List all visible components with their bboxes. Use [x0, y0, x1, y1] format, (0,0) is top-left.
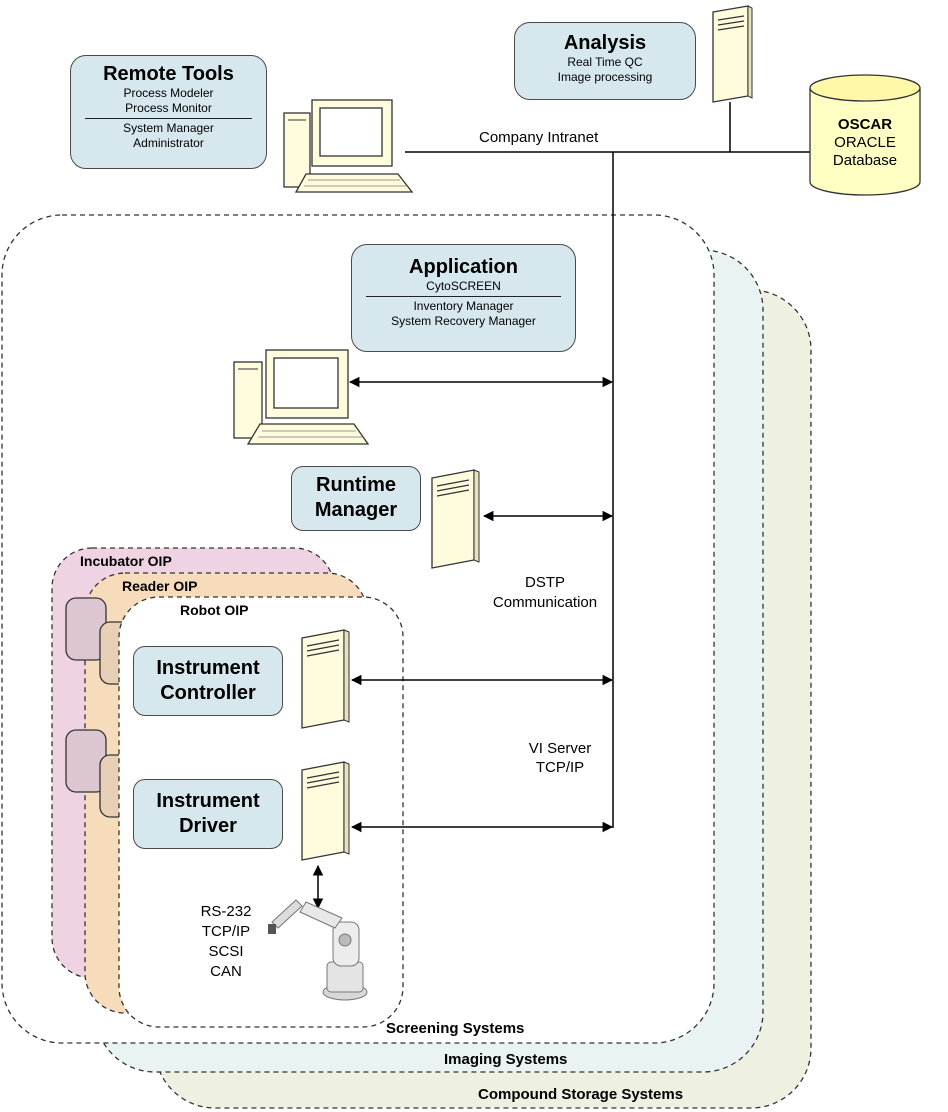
runtime-manager-box: Runtime Manager: [291, 466, 421, 531]
compound-storage-systems-label: Compound Storage Systems: [478, 1086, 684, 1103]
database-line: ORACLE: [834, 134, 896, 151]
dstp-label: DSTP Communication: [470, 573, 620, 613]
analysis-box: Analysis Real Time QC Image processing: [514, 22, 696, 100]
analysis-item: Real Time QC: [567, 55, 643, 69]
remote-workstation-icon: [283, 99, 414, 193]
application-item: System Recovery Manager: [391, 314, 536, 328]
instrument-driver-line: Instrument: [156, 790, 260, 812]
remote-tools-divider: [85, 118, 252, 119]
dstp-line: Communication: [492, 594, 598, 611]
instrument-controller-box: Instrument Controller: [133, 646, 283, 716]
application-subtitle: CytoSCREEN: [426, 279, 501, 293]
application-title: Application: [409, 256, 518, 278]
screening-systems-label: Screening Systems: [386, 1020, 525, 1037]
application-divider: [366, 296, 561, 297]
runtime-manager-line: Runtime: [316, 474, 396, 496]
database-cylinder-icon: [809, 74, 921, 196]
instrument-controller-line: Controller: [160, 682, 256, 704]
remote-tools-item: Process Modeler: [123, 86, 214, 100]
application-item: Inventory Manager: [413, 299, 514, 313]
instrument-controller-line: Instrument: [156, 657, 260, 679]
protocol-item: TCP/IP: [201, 923, 251, 940]
instrument-driver-box: Instrument Driver: [133, 779, 283, 849]
company-intranet-label: Company Intranet: [479, 129, 599, 146]
imaging-systems-label: Imaging Systems: [444, 1051, 568, 1068]
remote-tools-item: System Manager: [123, 121, 214, 135]
protocol-item: CAN: [210, 963, 242, 980]
analysis-item: Image processing: [557, 70, 653, 84]
remote-tools-box: Remote Tools Process Modeler Process Mon…: [70, 55, 267, 169]
vi-server-line: VI Server: [528, 740, 592, 757]
vi-server-label: VI Server TCP/IP: [510, 739, 610, 777]
protocol-item: RS-232: [200, 903, 252, 920]
remote-tools-title: Remote Tools: [103, 63, 234, 85]
database-name: OSCAR: [837, 116, 893, 133]
protocol-item: SCSI: [208, 943, 244, 960]
controller-server-icon: [301, 629, 350, 729]
database-line: Database: [832, 152, 898, 169]
robot-oip-label: Robot OIP: [180, 602, 249, 618]
vi-server-line: TCP/IP: [535, 759, 585, 776]
application-workstation-icon: [233, 349, 370, 445]
remote-tools-item: Process Monitor: [125, 101, 212, 115]
driver-server-icon: [301, 761, 350, 861]
protocol-list: RS-232 TCP/IP SCSI CAN: [186, 902, 266, 982]
remote-tools-item: Administrator: [133, 136, 204, 150]
runtime-manager-line: Manager: [314, 499, 398, 521]
application-box: Application CytoSCREEN Inventory Manager…: [351, 244, 576, 352]
analysis-title: Analysis: [563, 32, 647, 54]
analysis-server-icon: [712, 5, 753, 103]
dstp-line: DSTP: [524, 574, 565, 591]
incubator-oip-label: Incubator OIP: [80, 553, 172, 569]
runtime-server-icon: [431, 469, 480, 569]
database-label: OSCAR ORACLE Database: [812, 116, 918, 170]
robot-arm-icon: [268, 899, 368, 1001]
instrument-driver-line: Driver: [179, 815, 237, 837]
reader-oip-label: Reader OIP: [122, 578, 198, 594]
